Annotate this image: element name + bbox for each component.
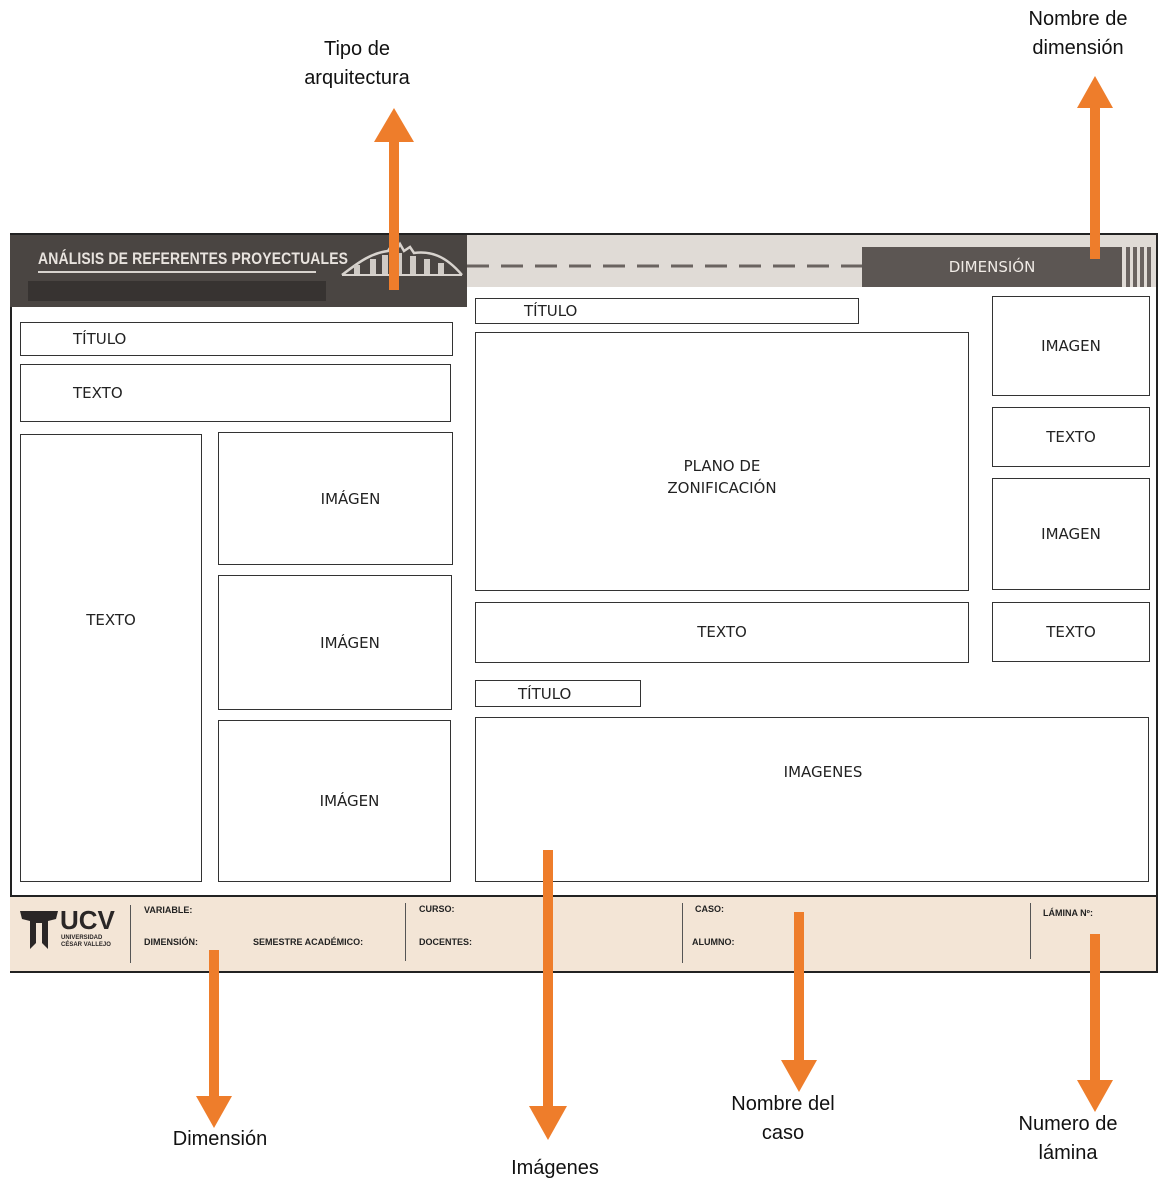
header-title: ANÁLISIS DE REFERENTES PROYECTUALES bbox=[38, 249, 349, 268]
center-text-box: TEXTO bbox=[475, 602, 969, 663]
left-image-label-1: IMÁGEN bbox=[320, 489, 381, 508]
footer-dimension-label: DIMENSIÓN: bbox=[144, 937, 198, 947]
arrow-down-nombre-caso bbox=[781, 1060, 817, 1092]
zoning-plan-label: PLANO DE ZONIFICACIÓN bbox=[667, 457, 777, 497]
footer-docentes-label: DOCENTES: bbox=[419, 937, 473, 947]
left-image-box-3: IMÁGEN bbox=[218, 720, 451, 882]
callout-nombre-caso: Nombre del caso bbox=[731, 1093, 835, 1144]
callout-nombre-dimension: Nombre de dimensión bbox=[1028, 8, 1128, 59]
right-image-box-1: IMAGEN bbox=[992, 296, 1150, 396]
left-tall-text-box: TEXTO bbox=[20, 434, 202, 882]
left-tall-text-label: TEXTO bbox=[86, 611, 136, 629]
callout-imagenes: Imágenes bbox=[511, 1157, 599, 1179]
left-title-text: TÍTULO bbox=[73, 330, 127, 348]
right-image-box-2: IMAGEN bbox=[992, 478, 1150, 590]
header-subtitle-bar bbox=[28, 281, 326, 301]
footer-semestre-label: SEMESTRE ACADÉMICO: bbox=[253, 937, 364, 947]
header-stripe bbox=[1147, 247, 1151, 287]
callout-dimension: Dimensión bbox=[172, 1128, 268, 1150]
footer-divider bbox=[682, 903, 683, 963]
arrow-down-numero-lamina bbox=[1077, 1080, 1113, 1112]
center-title-box: TÍTULO bbox=[475, 298, 859, 324]
arrow-down-imagenes bbox=[529, 1106, 567, 1140]
footer-alumno-label: ALUMNO: bbox=[692, 937, 735, 947]
right-text-box-1: TEXTO bbox=[992, 407, 1150, 467]
arrow-up-nombre-dimension bbox=[1077, 76, 1113, 108]
center-title-text: TÍTULO bbox=[524, 302, 578, 320]
arrow-up-tipo-arquitectura bbox=[374, 108, 414, 142]
left-title-box: TÍTULO bbox=[20, 322, 453, 356]
center-text-label: TEXTO bbox=[697, 622, 747, 641]
arrow-down-imagenes bbox=[543, 850, 553, 1110]
arrow-down-dimension bbox=[209, 950, 219, 1100]
dimension-name-label: DIMENSIÓN bbox=[862, 247, 1122, 287]
footer-variable-label: VARIABLE: bbox=[144, 905, 193, 915]
images-box-label: IMAGENES bbox=[783, 763, 863, 781]
footer-divider bbox=[130, 905, 131, 963]
header-title-underline bbox=[38, 271, 316, 273]
arrow-up-tipo-arquitectura bbox=[389, 140, 399, 290]
footer-divider bbox=[405, 903, 406, 961]
arrow-down-numero-lamina bbox=[1090, 934, 1100, 1084]
left-text-box: TEXTO bbox=[20, 364, 451, 422]
ucv-logo-subtext: CÉSAR VALLEJO bbox=[61, 942, 111, 948]
footer-curso-label: CURSO: bbox=[419, 904, 455, 914]
right-text-label-2: TEXTO bbox=[1046, 623, 1096, 641]
footer-divider bbox=[1030, 903, 1031, 959]
ucv-logo-subtext: UNIVERSIDAD bbox=[61, 935, 103, 941]
zoning-plan-box: PLANO DE ZONIFICACIÓN bbox=[475, 332, 969, 591]
header-stripe bbox=[1140, 247, 1144, 287]
left-image-box-2: IMÁGEN bbox=[218, 575, 452, 710]
left-image-box-1: IMÁGEN bbox=[218, 432, 453, 565]
callout-numero-lamina: Numero de lámina bbox=[1018, 1113, 1118, 1164]
ucv-shield-icon bbox=[20, 911, 58, 949]
arrow-up-nombre-dimension bbox=[1090, 104, 1100, 259]
right-text-label-1: TEXTO bbox=[1046, 428, 1096, 446]
center-title2-text: TÍTULO bbox=[518, 684, 572, 703]
arrow-down-nombre-caso bbox=[794, 912, 804, 1064]
footer-lamina-label: LÁMINA Nº: bbox=[1043, 908, 1093, 918]
center-title2-box: TÍTULO bbox=[475, 680, 641, 707]
right-text-box-2: TEXTO bbox=[992, 602, 1150, 662]
images-box: IMAGENES bbox=[475, 717, 1149, 882]
right-image-label-2: IMAGEN bbox=[1041, 525, 1101, 543]
footer-bar: UCV UNIVERSIDAD CÉSAR VALLEJO VARIABLE: … bbox=[10, 895, 1156, 971]
footer-caso-label: CASO: bbox=[695, 904, 724, 914]
header-stripe bbox=[1126, 247, 1130, 287]
left-image-label-2: IMÁGEN bbox=[320, 633, 380, 652]
left-text-label: TEXTO bbox=[73, 384, 123, 402]
left-image-label-3: IMÁGEN bbox=[319, 792, 380, 810]
right-image-label-1: IMAGEN bbox=[1041, 337, 1101, 355]
arrow-down-dimension bbox=[196, 1096, 232, 1128]
callout-tipo-arquitectura: Tipo de arquitectura bbox=[304, 38, 410, 89]
ucv-logo-text: UCV bbox=[60, 905, 115, 935]
header-stripe bbox=[1133, 247, 1137, 287]
